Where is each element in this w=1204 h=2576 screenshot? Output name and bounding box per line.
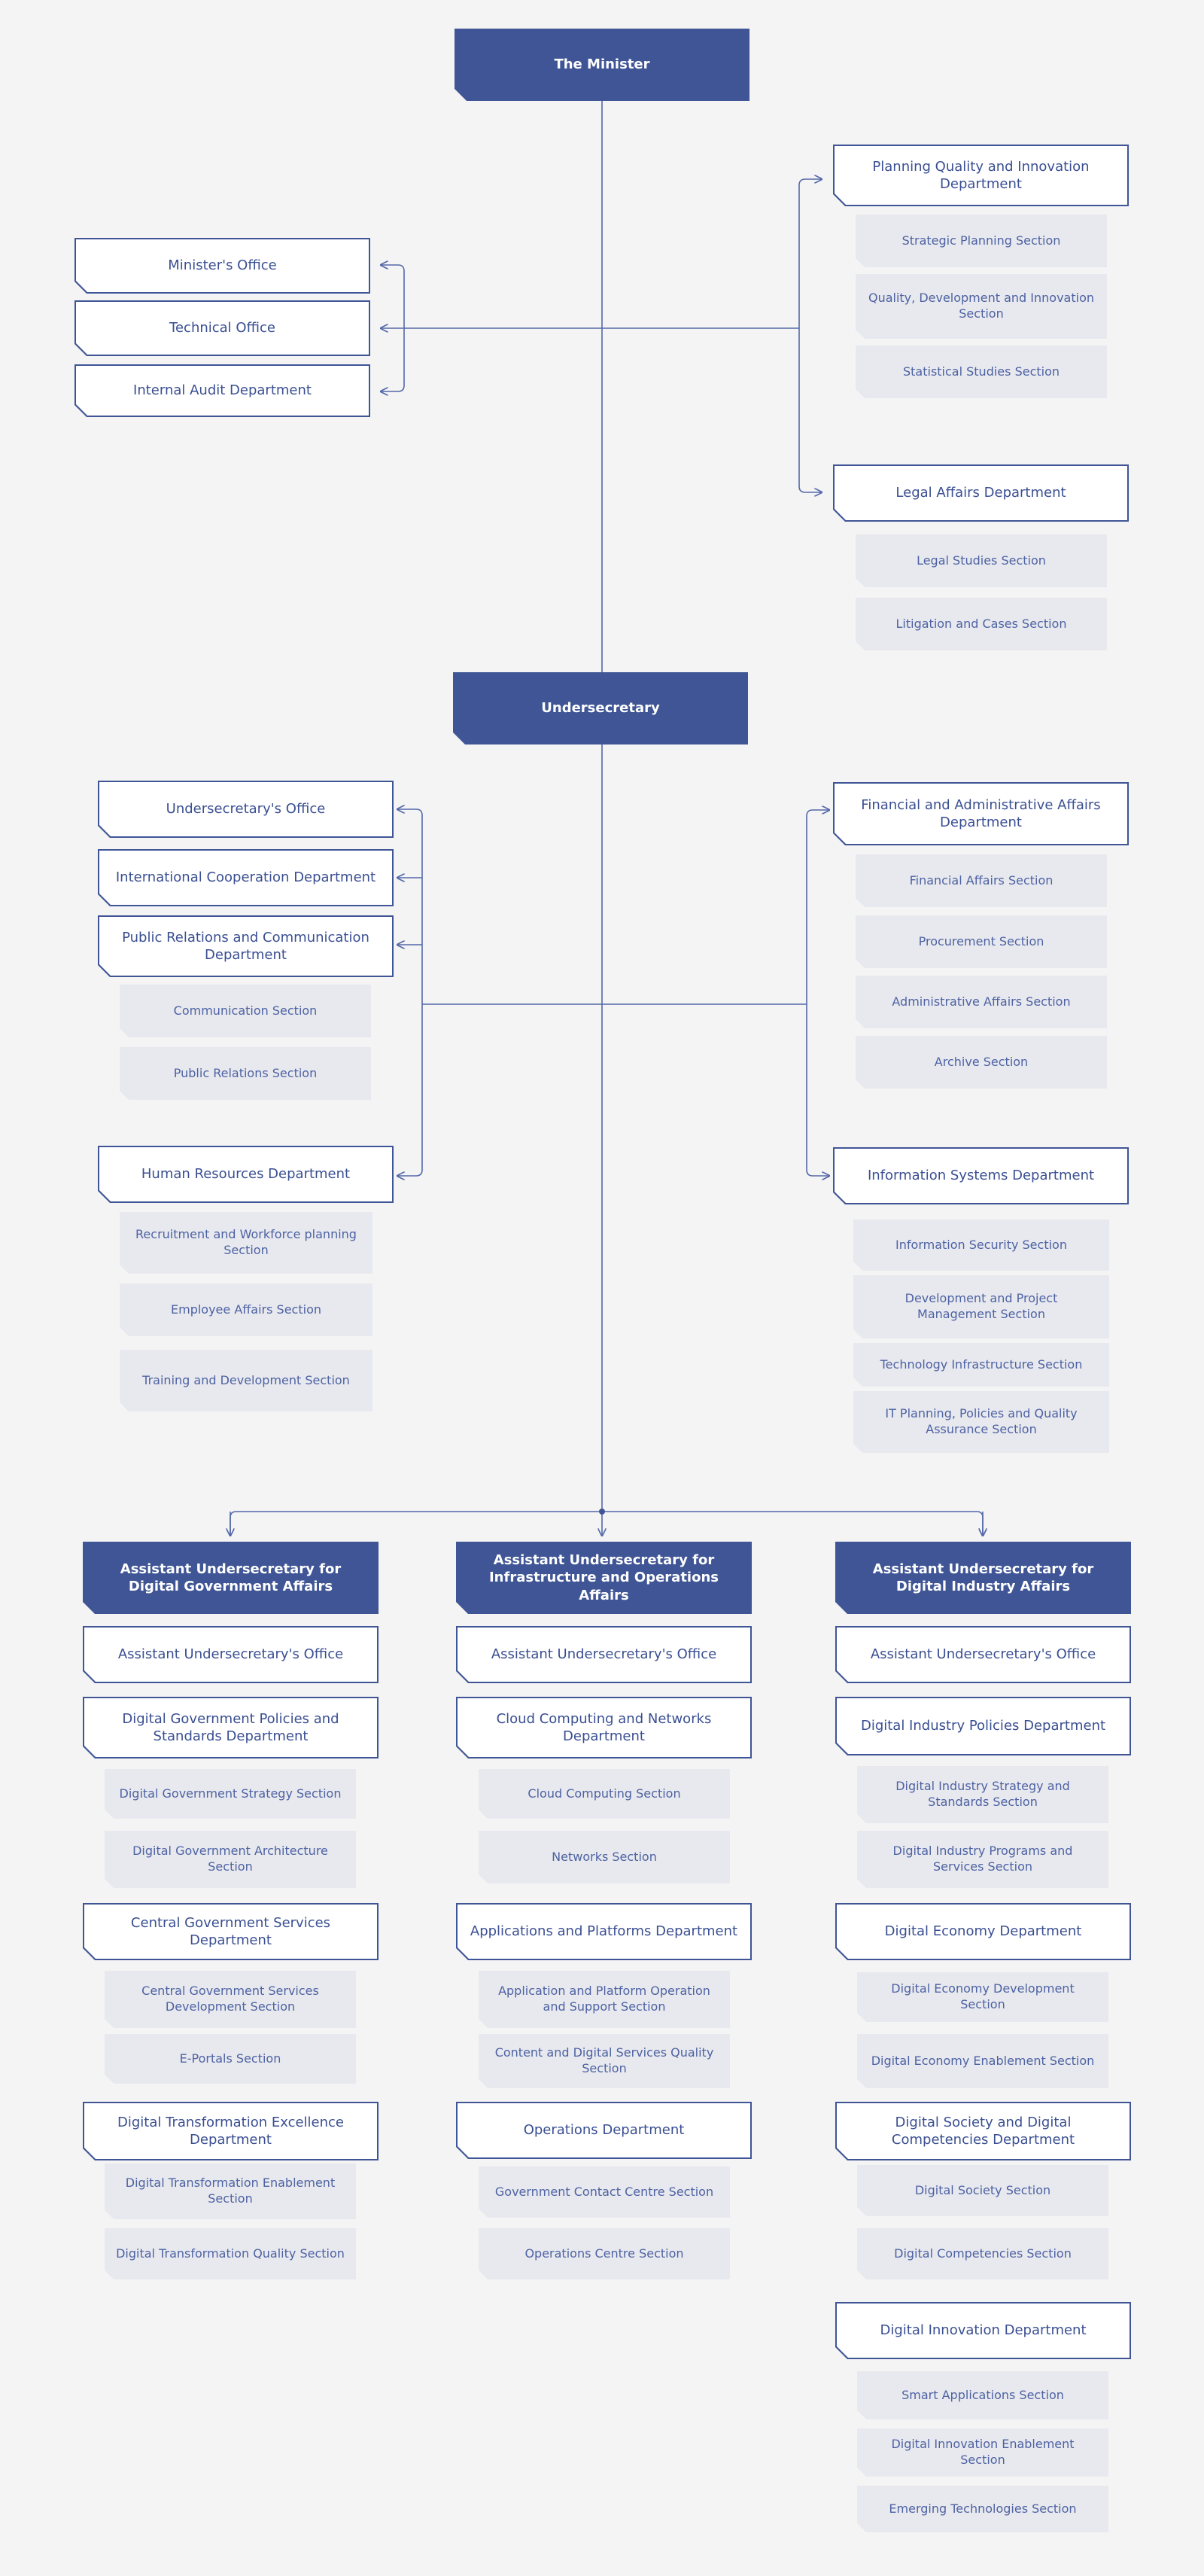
de-development-section: Digital Economy Development Section — [857, 1972, 1108, 2022]
administrative-affairs-section: Administrative Affairs Section — [856, 976, 1107, 1028]
legal-dept-label: Legal Affairs Department — [835, 466, 1127, 520]
content-quality-section: Content and Digital Services Quality Sec… — [479, 2034, 730, 2088]
digital-society-dept-label: Digital Society and Digital Competencies… — [837, 2103, 1130, 2159]
planning-dept-box: Planning Quality and Innovation Departme… — [833, 145, 1129, 206]
digital-competencies-section: Digital Competencies Section — [857, 2228, 1108, 2279]
dg-architecture-section: Digital Government Architecture Section — [105, 1831, 356, 1888]
litigation-section: Litigation and Cases Section — [856, 598, 1107, 650]
planning-dept-label: Planning Quality and Innovation Departme… — [835, 146, 1127, 205]
operations-dept-box: Operations Department — [456, 2102, 752, 2159]
de-enablement-section: Digital Economy Enablement Section — [857, 2034, 1108, 2088]
di-programs-section: Digital Industry Programs and Services S… — [857, 1831, 1108, 1888]
digital-economy-dept-label: Digital Economy Department — [837, 1905, 1130, 1959]
quality-development-section: Quality, Development and Innovation Sect… — [856, 274, 1107, 339]
operations-centre-section: Operations Centre Section — [479, 2228, 730, 2279]
info-security-section: Information Security Section — [853, 1219, 1109, 1271]
asst-digital-gov-box: Assistant Undersecretary for Digital Gov… — [83, 1542, 379, 1614]
asst-infra-office-box: Assistant Undersecretary's Office — [456, 1626, 752, 1683]
strategic-planning-section: Strategic Planning Section — [856, 215, 1107, 267]
undersecretary-box: Undersecretary — [453, 672, 748, 744]
info-systems-dept-label: Information Systems Department — [835, 1149, 1127, 1203]
tech-infrastructure-section: Technology Infrastructure Section — [853, 1343, 1109, 1387]
recruitment-section: Recruitment and Workforce planning Secti… — [120, 1212, 372, 1274]
internal-audit-label: Internal Audit Department — [76, 366, 369, 416]
cloud-computing-section: Cloud Computing Section — [479, 1769, 730, 1819]
minister-box: The Minister — [455, 29, 749, 101]
central-gov-dev-section: Central Government Services Development … — [105, 1971, 356, 2028]
internal-audit-box: Internal Audit Department — [74, 364, 370, 417]
technical-office-box: Technical Office — [74, 300, 370, 356]
info-systems-dept-box: Information Systems Department — [833, 1147, 1129, 1204]
dev-project-mgmt-section: Development and Project Management Secti… — [853, 1275, 1109, 1338]
technical-office-label: Technical Office — [76, 302, 369, 355]
di-policies-dept-box: Digital Industry Policies Department — [835, 1697, 1131, 1755]
legal-studies-section: Legal Studies Section — [856, 534, 1107, 587]
e-portals-section: E-Portals Section — [105, 2034, 356, 2084]
it-planning-section: IT Planning, Policies and Quality Assura… — [853, 1391, 1109, 1453]
dg-strategy-section: Digital Government Strategy Section — [105, 1769, 356, 1819]
digital-innovation-dept-box: Digital Innovation Department — [835, 2302, 1131, 2359]
app-platform-ops-section: Application and Platform Operation and S… — [479, 1971, 730, 2028]
di-strategy-section: Digital Industry Strategy and Standards … — [857, 1766, 1108, 1823]
legal-dept-box: Legal Affairs Department — [833, 464, 1129, 522]
digital-society-dept-box: Digital Society and Digital Competencies… — [835, 2102, 1131, 2160]
contact-centre-section: Government Contact Centre Section — [479, 2166, 730, 2218]
digital-innovation-dept-label: Digital Innovation Department — [837, 2303, 1130, 2358]
public-relations-section: Public Relations Section — [120, 1047, 371, 1100]
financial-dept-box: Financial and Administrative Affairs Dep… — [833, 782, 1129, 845]
communication-section: Communication Section — [120, 985, 371, 1037]
asst-digital-gov-office-box: Assistant Undersecretary's Office — [83, 1626, 379, 1683]
hr-dept-box: Human Resources Department — [98, 1146, 394, 1203]
employee-affairs-section: Employee Affairs Section — [120, 1283, 372, 1336]
emerging-tech-section: Emerging Technologies Section — [857, 2486, 1108, 2532]
apps-platforms-dept-box: Applications and Platforms Department — [456, 1903, 752, 1960]
dt-quality-section: Digital Transformation Quality Section — [105, 2228, 356, 2279]
financial-dept-label: Financial and Administrative Affairs Dep… — [835, 784, 1127, 844]
pr-dept-box: Public Relations and Communication Depar… — [98, 915, 394, 977]
undersecretary-office-label: Undersecretary's Office — [99, 782, 392, 836]
statistical-studies-section: Statistical Studies Section — [856, 346, 1107, 398]
asst-digital-industry-office-box: Assistant Undersecretary's Office — [835, 1626, 1131, 1683]
asst-digital-industry-box: Assistant Undersecretary for Digital Ind… — [835, 1542, 1131, 1614]
hr-dept-label: Human Resources Department — [99, 1147, 392, 1201]
digital-economy-dept-box: Digital Economy Department — [835, 1903, 1131, 1960]
cloud-networks-dept-box: Cloud Computing and Networks Department — [456, 1697, 752, 1758]
asst-infra-box: Assistant Undersecretary for Infrastruct… — [456, 1542, 752, 1614]
dg-policies-dept-box: Digital Government Policies and Standard… — [83, 1697, 379, 1758]
asst-digital-gov-office-label: Assistant Undersecretary's Office — [84, 1628, 377, 1682]
procurement-section: Procurement Section — [856, 915, 1107, 968]
intl-cooperation-box: International Cooperation Department — [98, 849, 394, 906]
undersecretary-office-box: Undersecretary's Office — [98, 781, 394, 838]
networks-section: Networks Section — [479, 1831, 730, 1883]
di-enablement-section: Digital Innovation Enablement Section — [857, 2428, 1108, 2477]
central-gov-services-dept-box: Central Government Services Department — [83, 1903, 379, 1960]
cloud-networks-dept-label: Cloud Computing and Networks Department — [458, 1698, 750, 1757]
operations-dept-label: Operations Department — [458, 2103, 750, 2157]
apps-platforms-dept-label: Applications and Platforms Department — [458, 1905, 750, 1959]
financial-affairs-section: Financial Affairs Section — [856, 854, 1107, 907]
dt-enablement-section: Digital Transformation Enablement Sectio… — [105, 2163, 356, 2219]
intl-cooperation-label: International Cooperation Department — [99, 851, 392, 905]
dt-excellence-dept-label: Digital Transformation Excellence Depart… — [84, 2103, 377, 2159]
training-section: Training and Development Section — [120, 1350, 372, 1411]
pr-dept-label: Public Relations and Communication Depar… — [99, 917, 392, 976]
di-policies-dept-label: Digital Industry Policies Department — [837, 1698, 1130, 1754]
asst-infra-office-label: Assistant Undersecretary's Office — [458, 1628, 750, 1682]
archive-section: Archive Section — [856, 1036, 1107, 1089]
asst-digital-industry-office-label: Assistant Undersecretary's Office — [837, 1628, 1130, 1682]
smart-applications-section: Smart Applications Section — [857, 2371, 1108, 2419]
digital-society-section: Digital Society Section — [857, 2165, 1108, 2216]
ministers-office-label: Minister's Office — [76, 239, 369, 292]
ministers-office-box: Minister's Office — [74, 238, 370, 294]
dg-policies-dept-label: Digital Government Policies and Standard… — [84, 1698, 377, 1757]
central-gov-services-dept-label: Central Government Services Department — [84, 1905, 377, 1959]
dt-excellence-dept-box: Digital Transformation Excellence Depart… — [83, 2102, 379, 2160]
